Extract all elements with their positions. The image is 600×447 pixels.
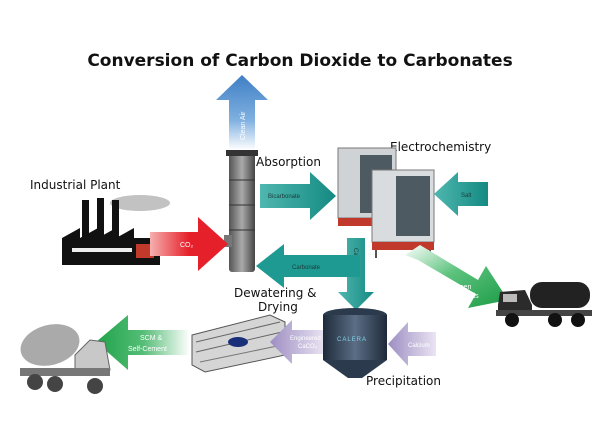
electrochemistry-label: Electrochemistry bbox=[390, 140, 491, 154]
svg-text:Calcium: Calcium bbox=[408, 343, 430, 349]
svg-text:Clean Air: Clean Air bbox=[240, 111, 247, 140]
svg-text:Salt: Salt bbox=[461, 193, 472, 199]
absorption-column-icon bbox=[224, 150, 258, 272]
bicarbonate-arrow: Bicarbonate bbox=[260, 172, 336, 220]
precipitation-tank-icon: CALERA bbox=[323, 308, 387, 378]
filter-press-icon bbox=[191, 314, 286, 373]
svg-text:SCM &: SCM & bbox=[140, 335, 163, 342]
tanker-truck-icon bbox=[496, 282, 592, 327]
dewatering-label-line2: Drying bbox=[258, 300, 298, 314]
absorption-label: Absorption bbox=[256, 155, 321, 169]
calera-logo: CALERA bbox=[337, 337, 367, 343]
scm-self-cement-arrow: SCM & Self-Cement bbox=[96, 315, 190, 370]
precipitation-label: Precipitation bbox=[366, 374, 441, 388]
calcium-arrow: Calcium bbox=[388, 322, 436, 366]
industrial-plant-label: Industrial Plant bbox=[30, 178, 121, 192]
co2-arrow: CO₂ bbox=[150, 217, 228, 271]
svg-text:Carbonate: Carbonate bbox=[292, 265, 321, 271]
engineered-caco3-arrow: Engineered CaCO₃ bbox=[270, 320, 325, 364]
electrochemistry-cells-icon bbox=[337, 147, 435, 258]
svg-text:Engineered: Engineered bbox=[290, 336, 321, 342]
cement-mixer-truck-icon bbox=[20, 324, 111, 394]
carbonate-left-arrow: Carbonate bbox=[256, 244, 360, 288]
clean-air-arrow: Clean Air bbox=[216, 75, 268, 150]
svg-text:Chemicals: Chemicals bbox=[446, 293, 479, 300]
salt-arrow: Salt bbox=[434, 172, 488, 216]
dewatering-label-line1: Dewatering & bbox=[234, 286, 317, 300]
svg-text:CaCO₃: CaCO₃ bbox=[298, 344, 318, 350]
svg-text:CO₂: CO₂ bbox=[180, 242, 194, 249]
svg-text:Self-Cement: Self-Cement bbox=[128, 346, 167, 353]
svg-text:Green: Green bbox=[452, 284, 472, 291]
diagram-title: Conversion of Carbon Dioxide to Carbonat… bbox=[87, 51, 512, 71]
svg-text:Bicarbonate: Bicarbonate bbox=[268, 194, 301, 200]
industrial-plant-icon bbox=[62, 195, 170, 265]
green-chemicals-arrow: Green Chemicals bbox=[405, 245, 508, 308]
